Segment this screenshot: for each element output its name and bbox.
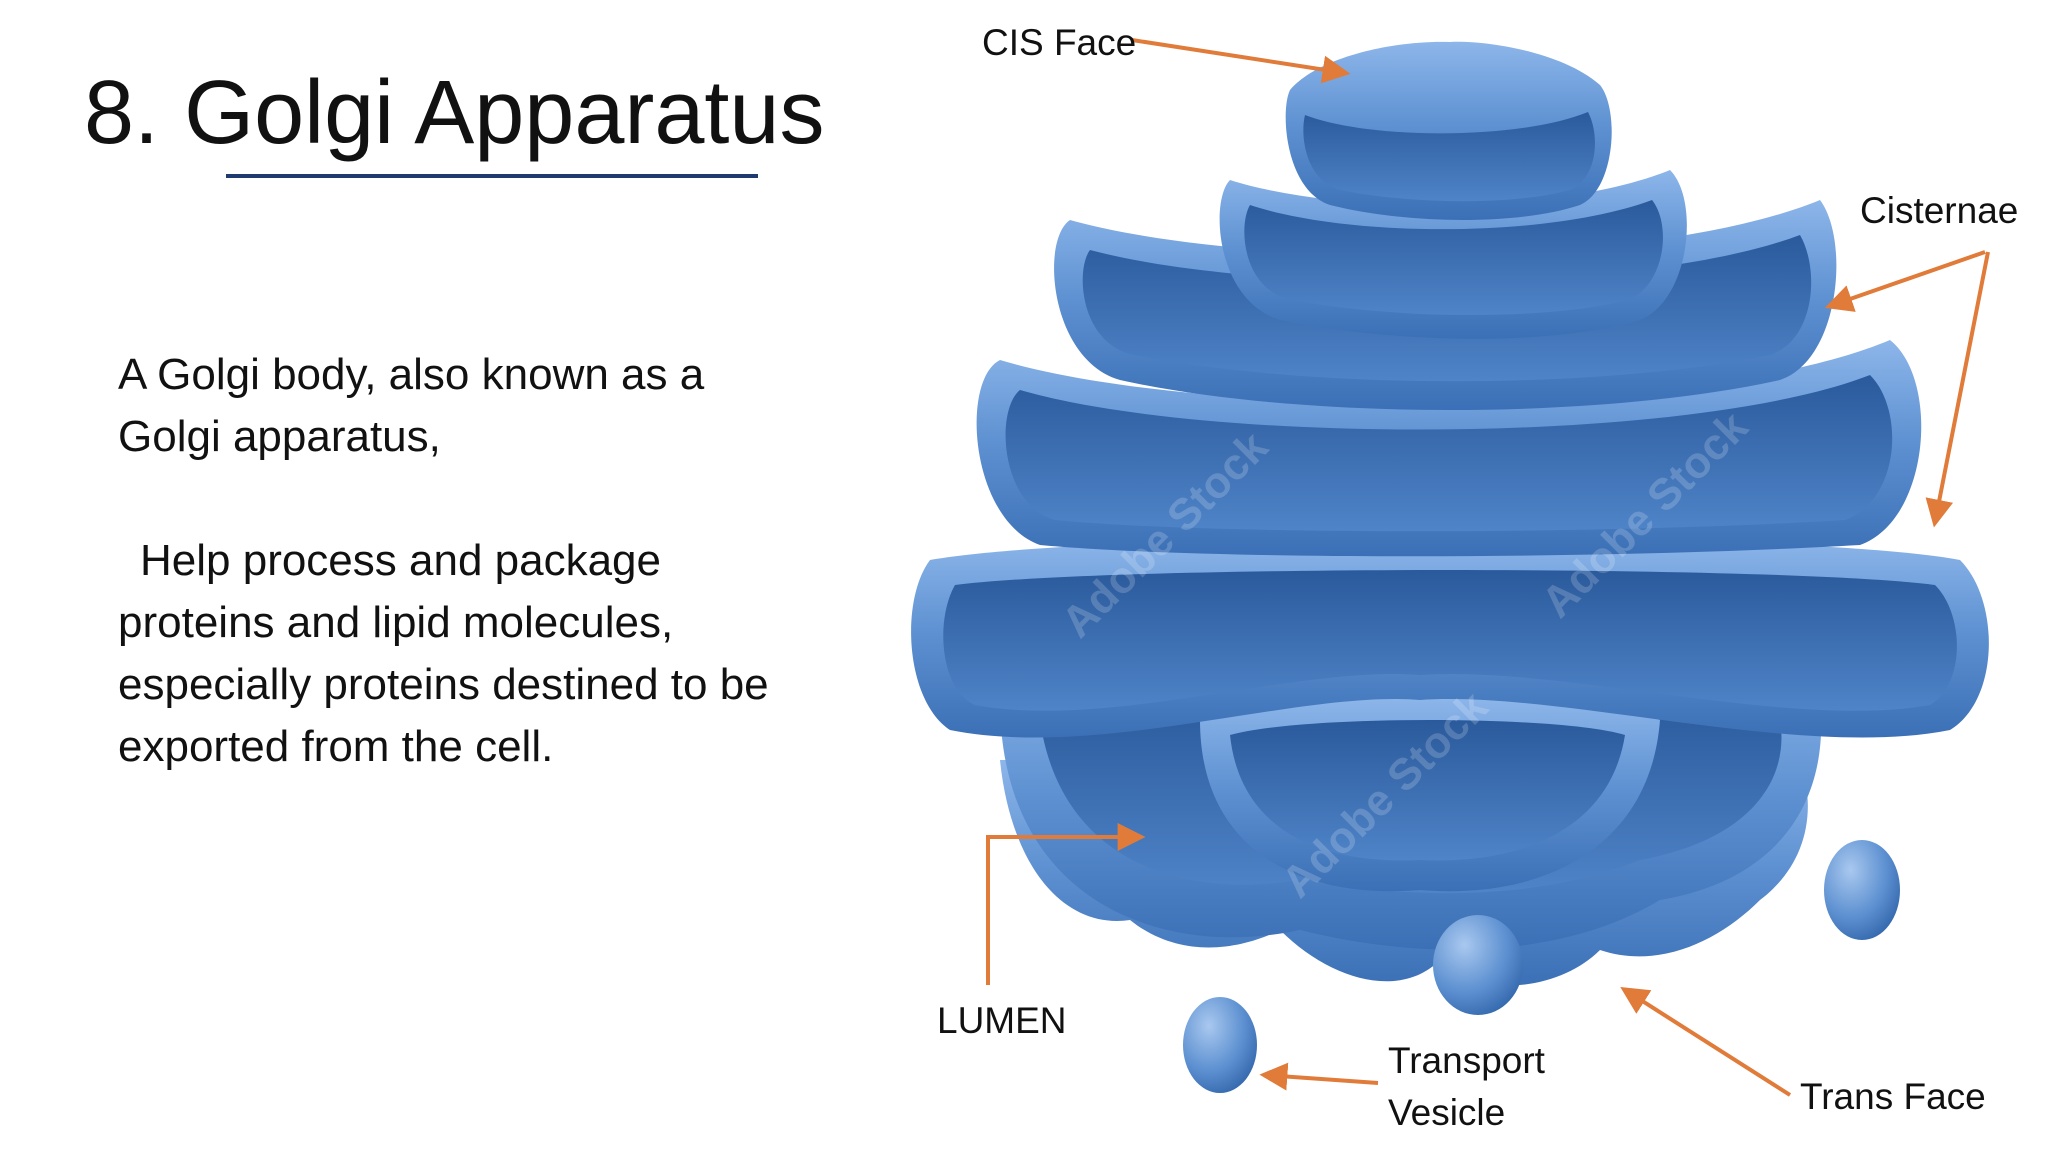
label-arrows [986,38,1990,1097]
transport-vesicle [1183,997,1257,1093]
page-title: 8. Golgi Apparatus [84,63,825,163]
title-underline [226,174,758,178]
cis-face-arrow [1131,38,1351,84]
description-line: Golgi apparatus, [118,412,441,461]
cisterna-lower-inner [1230,720,1625,861]
budding-vesicle [1824,840,1900,940]
cisterna-top-second-inner [1244,200,1663,315]
cisternae-arrow [1824,250,1986,312]
cis-face-label: CIS Face [982,22,1137,63]
transport-vesicle-label: Transport Vesicle [1388,1035,1545,1139]
cisternae-label: Cisternae [1860,190,2019,231]
transport-vesicle-arrow [1259,1062,1379,1091]
cisterna-top-inner [1303,112,1595,202]
description-line: especially proteins destined to be [118,660,769,709]
transport-vesicle-label-line: Vesicle [1388,1092,1506,1133]
budding-vesicle [1433,915,1523,1015]
golgi-body [911,41,1989,986]
trans-face-label: Trans Face [1800,1076,1986,1117]
description-text: A Golgi body, also known as a Golgi appa… [118,344,858,778]
lumen-arrow [986,823,1146,985]
description-line: proteins and lipid molecules, [118,598,674,647]
trans-face-arrow [1620,986,1792,1097]
description-line: Help process and package [140,536,661,585]
description-line: exported from the cell. [118,722,554,771]
cisternae-arrow [1925,251,1990,528]
description-line: A Golgi body, also known as a [118,350,705,399]
cisterna-upper-inner [1005,375,1893,532]
lumen-label: LUMEN [937,1000,1067,1041]
cisterna-middle-inner [943,570,1957,711]
transport-vesicle-label-line: Transport [1388,1040,1545,1081]
